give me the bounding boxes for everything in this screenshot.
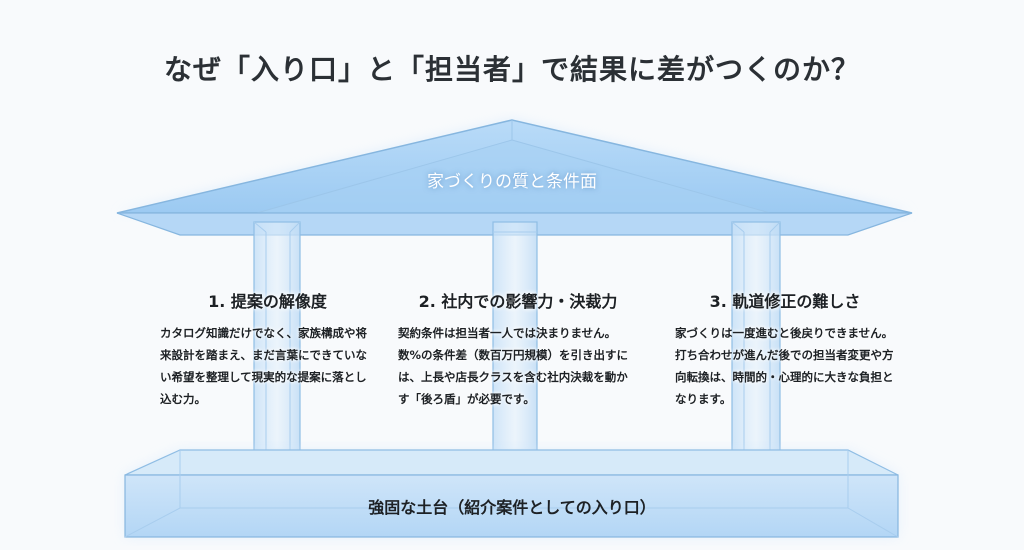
pillar-3-heading: 3. 軌道修正の難しさ — [709, 292, 861, 311]
pillar-1-text: 1. 提案の解像度 カタログ知識だけでなく、家族構成や将来設計を踏まえ、まだ言葉… — [160, 288, 375, 410]
pillar-1-body: カタログ知識だけでなく、家族構成や将来設計を踏まえ、まだ言葉にできていない希望を… — [160, 326, 367, 406]
foundation — [124, 449, 899, 538]
pillar-2-text: 2. 社内での影響力・決裁力 契約条件は担当者一人では決まりません。数%の条件差… — [398, 288, 638, 410]
pillar-left — [253, 221, 301, 466]
pillar-3-body: 家づくりは一度進むと後戻りできません。打ち合わせが進んだ後での担当者変更や方向転… — [675, 326, 894, 406]
pillar-3-text: 3. 軌道修正の難しさ 家づくりは一度進むと後戻りできません。打ち合わせが進んだ… — [675, 288, 895, 410]
foundation-label: 強固な土台（紹介案件としての入り口） — [368, 498, 656, 517]
pillar-center — [492, 221, 538, 466]
roof-label: 家づくりの質と条件面 — [427, 172, 597, 192]
pillar-2-heading: 2. 社内での影響力・決裁力 — [418, 292, 618, 311]
page-title: なぜ「入り口」と「担当者」で結果に差がつくのか？ — [163, 53, 860, 86]
pillar-1-heading: 1. 提案の解像度 — [208, 292, 327, 311]
pillar-2-body: 契約条件は担当者一人では決まりません。数%の条件差（数百万円規模）を引き出すには… — [398, 326, 629, 406]
